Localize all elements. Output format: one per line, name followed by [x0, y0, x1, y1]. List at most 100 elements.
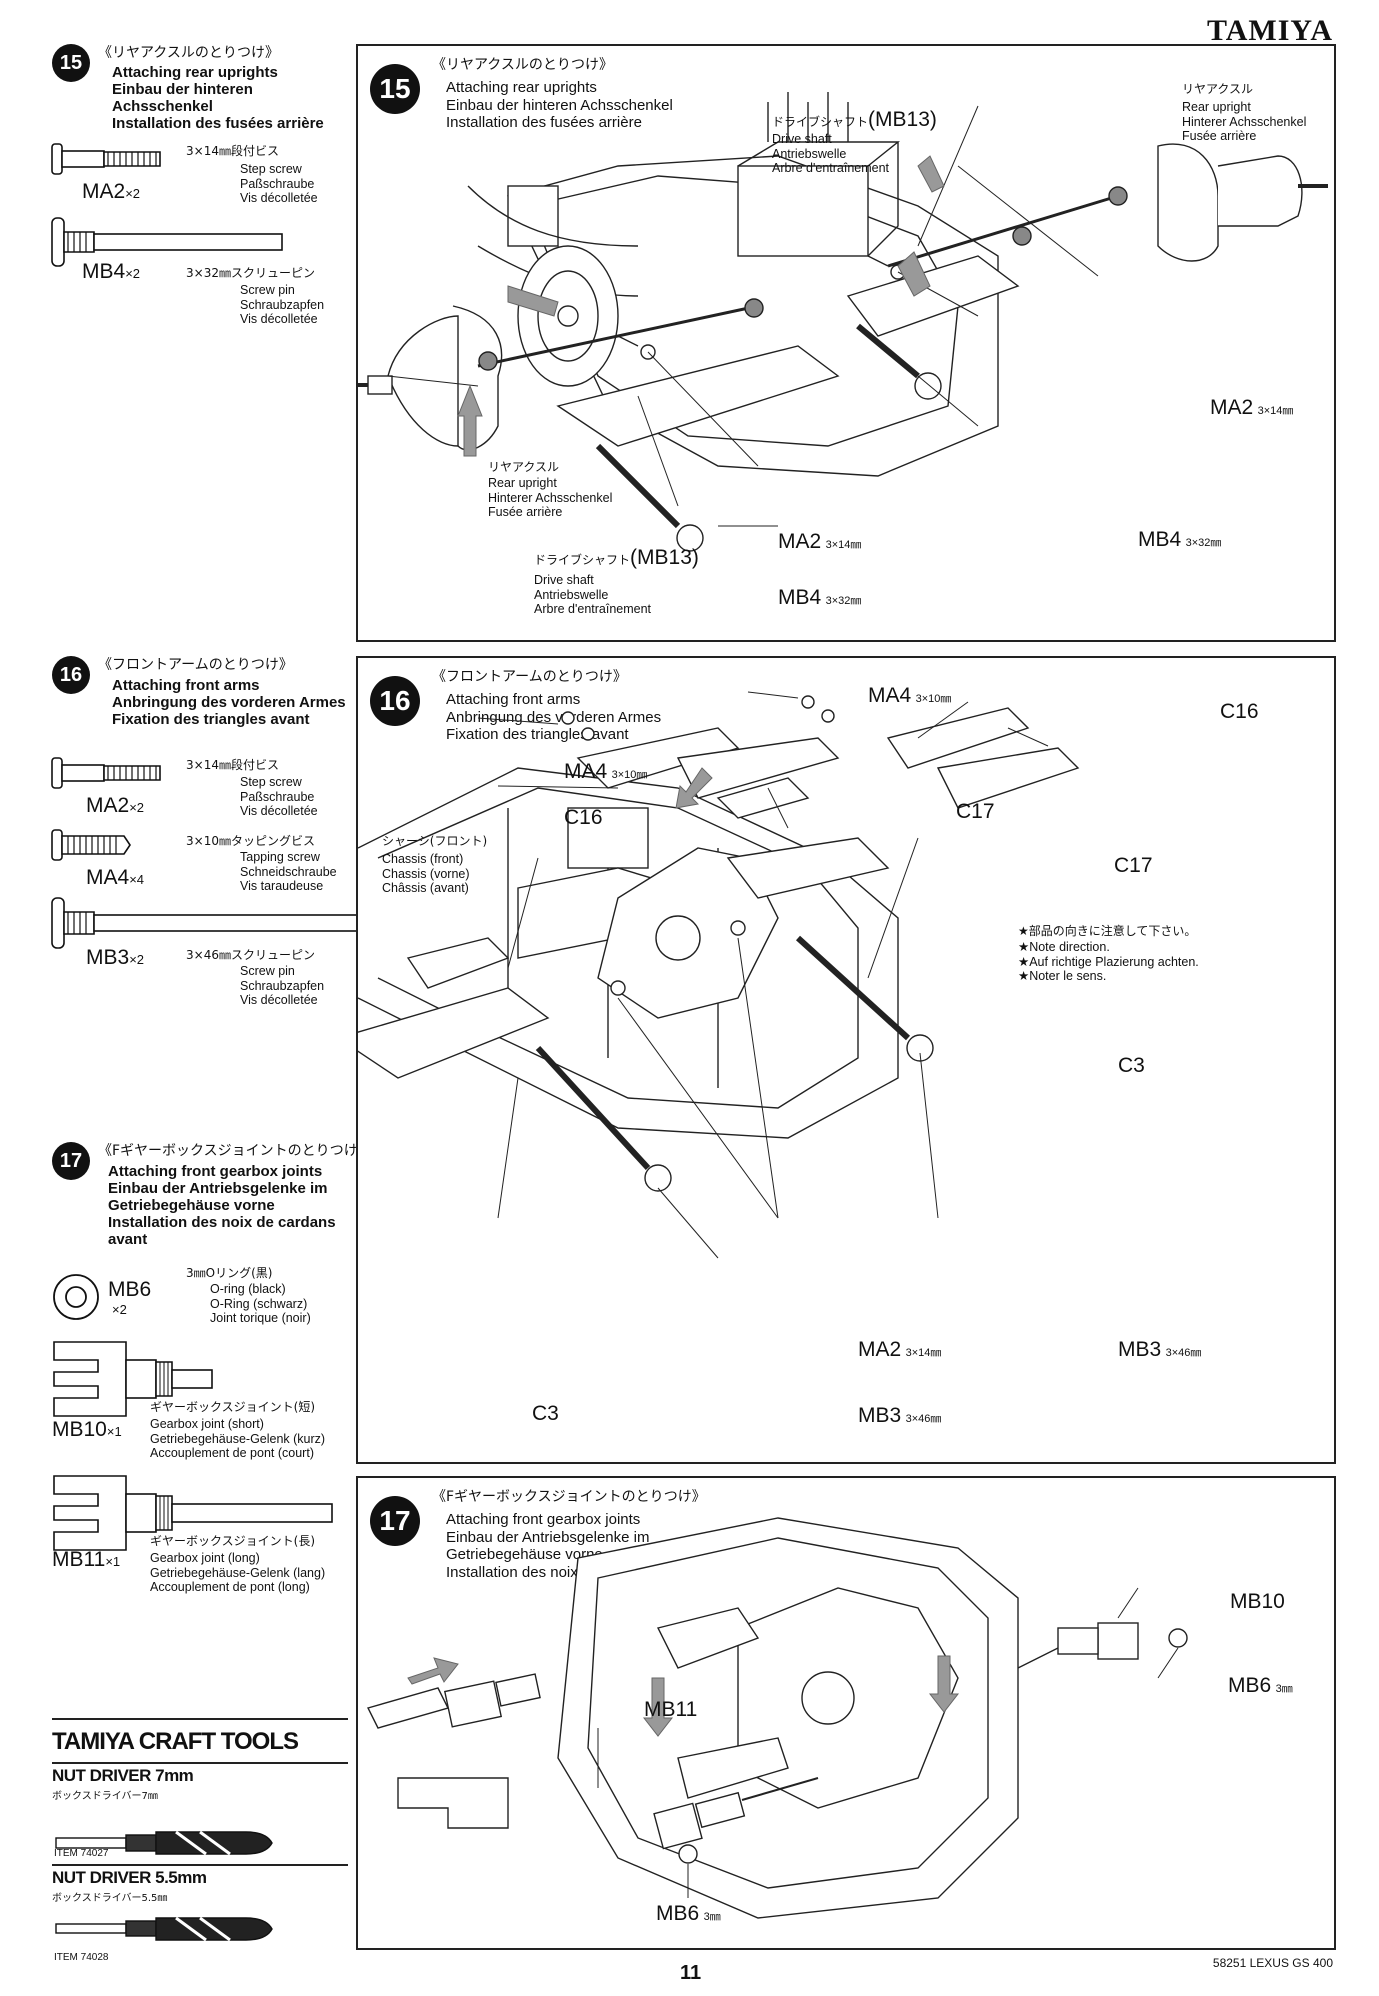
p16-c3-right: C3 [1118, 1054, 1145, 1077]
panel16-drawing [358, 691, 1080, 1259]
p16-ma4-top: MA4 3×10㎜ [868, 684, 952, 707]
mb6-o-ring-icon [53, 1274, 99, 1320]
p16-c3-left: C3 [532, 1402, 559, 1425]
p17-mb10: MB10 [1230, 1590, 1285, 1613]
p16-c16-left: C16 [564, 806, 603, 829]
part-ma2-size: 3×14㎜段付ビス [186, 144, 279, 158]
p15-driveshaft-left: ドライブシャフト(MB13) [534, 546, 699, 569]
part16-mb3-code: MB3×2 [86, 946, 145, 969]
kit-footer: 58251 LEXUS GS 400 [1212, 1956, 1333, 1970]
p15-upright-jp: リヤアクスル [488, 460, 560, 474]
p17-mb11: MB11 [644, 1698, 698, 1721]
p16-note-jp: ★部品の向きに注意して下さい。 [1018, 924, 1197, 938]
tool-1-name: NUT DRIVER 7mm [52, 1766, 194, 1785]
part-mb4-size: 3×32㎜スクリューピン [186, 266, 315, 280]
part16-ma4-code: MA4×4 [86, 866, 145, 889]
p15-driveshaft-right: ドライブシャフト(MB13) [772, 108, 937, 131]
p17-mb6-right: MB6 3㎜ [1228, 1674, 1293, 1697]
p16-note-text: ★Note direction. ★Auf richtige Plazierun… [1018, 940, 1199, 983]
step17-title-block: Attaching front gearbox joints Einbau de… [108, 1163, 336, 1248]
step-badge-15: 15 [52, 44, 90, 82]
part-mb4-desc: Screw pin Schraubzapfen Vis décolletée [240, 283, 325, 326]
panel17-drawing [366, 1517, 1188, 1919]
panel16-title-jp: 《フロントアームのとりつけ》 [432, 669, 627, 685]
panel15-drawing [358, 92, 1328, 552]
part17-mb6-size: 3㎜Oリング(黒) [186, 1266, 273, 1280]
craft-tools-rule-mid [52, 1762, 348, 1764]
ma2-screw-icon-16 [51, 757, 161, 789]
tool-2-jp: ボックスドライバー5.5㎜ [52, 1893, 168, 1904]
p16-chassis-text: Chassis (front) Chassis (vorne) Châssis … [382, 852, 470, 895]
part17-mb11-size: ギヤーボックスジョイント(長) [150, 1534, 316, 1548]
p15-driveshaft-right-text: Drive shaft Antriebswelle Arbre d'entraî… [772, 132, 890, 175]
p16-c17-mid: C17 [956, 800, 995, 823]
panel-step-17: 17 《Fギヤーボックスジョイントのとりつけ》 Attaching front … [356, 1476, 1336, 1950]
p16-c17-right: C17 [1114, 854, 1153, 877]
nut-driver-5-5mm-icon [55, 1916, 273, 1942]
step-badge-16: 16 [52, 656, 90, 694]
panel-step-15: 15 《リヤアクスルのとりつけ》 Attaching rear uprights… [356, 44, 1336, 642]
part16-ma2-size: 3×14㎜段付ビス [186, 758, 279, 772]
step15-title-jp: 《リヤアクスルのとりつけ》 [98, 45, 280, 61]
part17-mb11-desc: Gearbox joint (long) Getriebegehäuse-Gel… [150, 1551, 326, 1594]
step16-title-block: Attaching front arms Anbringung des vord… [112, 677, 346, 728]
tool-1-item: ITEM 74027 [54, 1848, 109, 1859]
p15-mb4-left: MB4 3×32㎜ [778, 586, 862, 609]
part-ma2-desc: Step screw Paßschraube Vis décolletée [240, 162, 318, 205]
mb4-screw-pin-icon [51, 217, 283, 267]
step15-title-de: Einbau der hinteren Achsschenkel [112, 81, 253, 115]
part17-mb6-desc: O-ring (black) O-Ring (schwarz) Joint to… [210, 1282, 311, 1325]
tool-2-item: ITEM 74028 [54, 1952, 109, 1963]
p15-driveshaft-left-text: Drive shaft Antriebswelle Arbre d'entraî… [534, 573, 652, 616]
p16-ma2: MA2 3×14㎜ [858, 1338, 942, 1361]
p15-ma2-left: MA2 3×14㎜ [778, 530, 862, 553]
p15-upright-right-text: Rear upright Hinterer Achsschenkel Fusée… [1182, 100, 1307, 143]
panel15-badge: 15 [370, 64, 420, 114]
part16-ma4-desc: Tapping screw Schneidschraube Vis taraud… [240, 850, 337, 893]
tool-1-jp: ボックスドライバー7㎜ [52, 1791, 158, 1802]
panel16-badge: 16 [370, 676, 420, 726]
p16-mb3-left: MB3 3×46㎜ [858, 1404, 942, 1427]
ma4-tapping-screw-icon [51, 829, 131, 861]
p15-upright-text: Rear upright Hinterer Achsschenkel Fusée… [488, 476, 613, 519]
part17-mb6-code: MB6 [108, 1278, 152, 1301]
p15-upright-right-jp: リヤアクスル [1182, 82, 1254, 96]
step15-title-block: Attaching rear uprights Einbau der hinte… [112, 64, 352, 132]
page-number: 11 [680, 1962, 702, 1984]
ma2-screw-icon [51, 143, 161, 175]
mb3-screw-pin-icon [51, 897, 371, 949]
mb11-gearbox-joint-icon [53, 1475, 333, 1551]
p16-chassis-jp: シャーシ(フロント) [382, 834, 488, 848]
part17-mb11-code: MB11×1 [52, 1548, 121, 1571]
step15-title-fr: Installation des fusées arrière [112, 115, 324, 132]
p16-c16-right: C16 [1220, 700, 1259, 723]
panel-step-16: 16 《フロントアームのとりつけ》 Attaching front arms A… [356, 656, 1336, 1464]
panel17-badge: 17 [370, 1496, 420, 1546]
tool-2-name: NUT DRIVER 5.5mm [52, 1868, 207, 1887]
craft-tools-rule-sep [52, 1864, 348, 1866]
step-badge-17: 17 [52, 1142, 90, 1180]
part17-mb6-count: ×2 [112, 1302, 127, 1317]
part-ma2-code: MA2×2 [82, 180, 141, 203]
p16-ma4-mid: MA4 3×10㎜ [564, 760, 648, 783]
part16-mb3-size: 3×46㎜スクリューピン [186, 948, 315, 962]
part-mb4-code: MB4×2 [82, 260, 141, 283]
part16-mb3-desc: Screw pin Schraubzapfen Vis décolletée [240, 964, 325, 1007]
panel15-title-block: Attaching rear uprights Einbau der hinte… [446, 79, 673, 131]
part16-ma4-size: 3×10㎜タッピングビス [186, 834, 315, 848]
p16-mb3-right: MB3 3×46㎜ [1118, 1338, 1202, 1361]
nut-driver-7mm-icon [55, 1830, 273, 1856]
step15-title-en: Attaching rear uprights [112, 64, 278, 81]
p15-mb4-right: MB4 3×32㎜ [1138, 528, 1222, 551]
part16-ma2-code: MA2×2 [86, 794, 145, 817]
brand-logo: TAMIYA [1206, 14, 1333, 47]
p15-ma2-right: MA2 3×14㎜ [1210, 396, 1294, 419]
step17-title-jp: 《Fギヤーボックスジョイントのとりつけ》 [98, 1143, 372, 1159]
part17-mb10-desc: Gearbox joint (short) Getriebegehäuse-Ge… [150, 1417, 326, 1460]
part17-mb10-code: MB10×1 [52, 1418, 122, 1441]
craft-tools-rule-top [52, 1718, 348, 1720]
panel15-title-jp: 《リヤアクスルのとりつけ》 [432, 57, 614, 73]
part16-ma2-desc: Step screw Paßschraube Vis décolletée [240, 775, 318, 818]
step16-title-jp: 《フロントアームのとりつけ》 [98, 657, 293, 673]
